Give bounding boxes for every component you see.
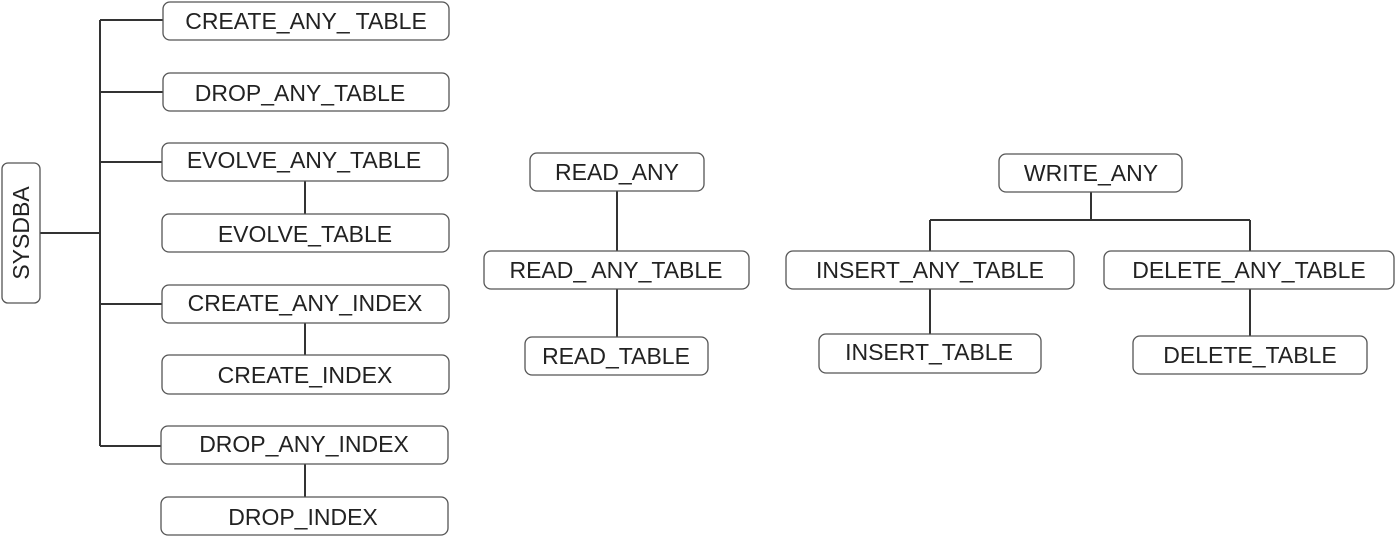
create-any-index-label: CREATE_ANY_INDEX: [188, 290, 423, 316]
sysdba-node: SYSDBA: [1, 162, 41, 304]
read-any-label: READ_ANY: [555, 159, 679, 185]
node-delete-any-table: DELETE_ANY_TABLE: [1103, 250, 1395, 290]
node-read-table: READ_TABLE: [524, 336, 709, 376]
node-evolve-table: EVOLVE_TABLE: [161, 213, 450, 253]
delete-any-table-label: DELETE_ANY_TABLE: [1132, 257, 1366, 283]
node-write-any: WRITE_ANY: [998, 153, 1183, 193]
node-delete-table: DELETE_TABLE: [1132, 335, 1368, 375]
node-create-index: CREATE_INDEX: [161, 354, 450, 395]
create-any-table-label: CREATE_ANY_ TABLE: [185, 8, 427, 34]
write-any-label: WRITE_ANY: [1024, 160, 1158, 186]
insert-table-label: INSERT_TABLE: [845, 339, 1013, 365]
node-drop-any-index: DROP_ANY_INDEX: [160, 425, 449, 465]
node-read-any: READ_ANY: [529, 152, 705, 192]
delete-table-label: DELETE_TABLE: [1163, 342, 1336, 368]
insert-any-table-label: INSERT_ANY_TABLE: [816, 257, 1044, 283]
create-index-label: CREATE_INDEX: [218, 362, 393, 388]
node-create-any-index: CREATE_ANY_INDEX: [161, 284, 450, 324]
evolve-table-label: EVOLVE_TABLE: [218, 221, 392, 247]
drop-any-index-label: DROP_ANY_INDEX: [199, 431, 409, 457]
node-read-any-table: READ_ ANY_TABLE: [483, 250, 750, 290]
sysdba-label: SYSDBA: [8, 186, 34, 280]
node-insert-any-table: INSERT_ANY_TABLE: [785, 250, 1075, 290]
node-create-any-table: CREATE_ANY_ TABLE: [162, 1, 450, 41]
read-table-label: READ_TABLE: [542, 343, 690, 369]
node-drop-index: DROP_INDEX: [160, 496, 449, 536]
node-insert-table: INSERT_TABLE: [818, 333, 1042, 374]
evolve-any-table-label: EVOLVE_ANY_TABLE: [187, 147, 421, 173]
node-drop-any-table: DROP_ANY_TABLE: [162, 72, 450, 112]
node-evolve-any-table: EVOLVE_ANY_TABLE: [161, 142, 449, 182]
drop-any-table-label: DROP_ANY_TABLE: [195, 80, 405, 106]
connectors: [40, 19, 1251, 498]
read-any-table-label: READ_ ANY_TABLE: [509, 257, 722, 283]
drop-index-label: DROP_INDEX: [228, 504, 378, 530]
